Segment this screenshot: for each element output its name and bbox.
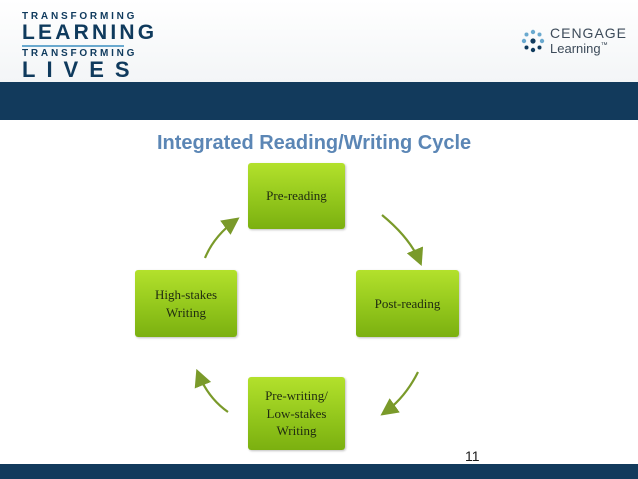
node-pre-writing: Pre-writing/ Low-stakes Writing (248, 377, 345, 450)
arrow-post-reading-to-pre-writing (380, 371, 419, 416)
tagline-line-3: TRANSFORMING (22, 48, 138, 59)
node-pre-writing-line-1: Pre-writing/ (265, 388, 328, 404)
node-pre-writing-line-2: Low-stakes (266, 405, 327, 421)
node-high-stakes-line-1: High-stakes (154, 286, 218, 302)
slide-title: Integrated Reading/Writing Cycle (157, 132, 472, 154)
node-pre-writing-line-3: Writing (276, 423, 317, 439)
node-post-reading-line-1: Post-reading (374, 295, 441, 311)
node-post-reading: Post-reading (356, 270, 459, 337)
node-high-stakes-line-2: Writing (166, 304, 206, 320)
logo-subtitle: Learning™ (550, 41, 608, 56)
tagline-line-4: LIVES (22, 57, 141, 82)
bottom-color-band (0, 464, 638, 479)
arrow-high-stakes-to-pre-reading (203, 217, 240, 259)
top-color-band (0, 82, 638, 120)
cengage-star-icon (521, 29, 545, 53)
node-pre-reading: Pre-reading (248, 163, 345, 229)
node-high-stakes: High-stakes Writing (135, 270, 237, 337)
page-number: 11 (465, 448, 480, 464)
arrow-pre-reading-to-post-reading (381, 214, 424, 267)
logo-name: CENGAGE (550, 25, 628, 41)
node-pre-reading-line-1: Pre-reading (266, 188, 327, 204)
tagline-line-2: LEARNING (22, 21, 158, 44)
tagline-divider (22, 45, 124, 47)
cengage-logo: CENGAGE Learning™ (520, 24, 630, 60)
tagline-line-1: TRANSFORMING (22, 11, 138, 22)
tagline-logo: TRANSFORMING LEARNING TRANSFORMING LIVES (22, 12, 157, 81)
arrow-pre-writing-to-high-stakes (194, 368, 229, 413)
header-banner: TRANSFORMING LEARNING TRANSFORMING LIVES… (0, 0, 638, 82)
